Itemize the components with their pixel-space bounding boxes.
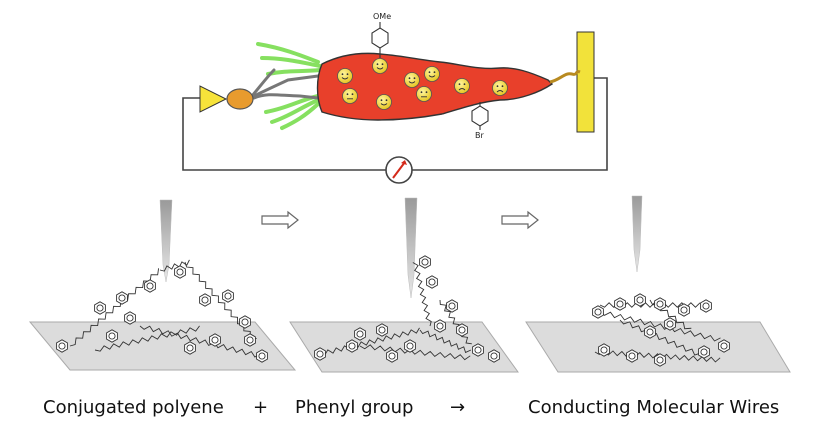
- phenyl-ring: [314, 347, 326, 361]
- polyene-chain: [439, 299, 472, 345]
- substrate-1: [28, 321, 297, 371]
- face-icons: [337, 58, 508, 110]
- phenyl-ring: [199, 293, 211, 307]
- stm-tip-2: [404, 197, 418, 299]
- label-conjugated-polyene: Conjugated polyene: [43, 397, 224, 418]
- phenyl-ring: [346, 339, 358, 353]
- polyene-chain: [619, 319, 702, 356]
- phenyl-ring: [174, 265, 186, 279]
- meter-icon: [385, 156, 413, 184]
- polyene-chain: [594, 349, 721, 363]
- neuron-node: [226, 88, 254, 110]
- polyene-chain: [359, 344, 471, 361]
- stm-tip-3: [631, 195, 643, 273]
- phenyl-ring: [644, 325, 656, 339]
- phenyl-ring: [124, 311, 136, 325]
- polyene-chain: [419, 329, 472, 354]
- phenyl-ring: [56, 339, 68, 353]
- triangle-input: [199, 85, 228, 113]
- neuron-branches: [248, 68, 320, 100]
- phenyl-ring: [434, 319, 446, 333]
- phenyl-ring: [209, 333, 221, 347]
- face-icon: [372, 58, 388, 74]
- face-icon: [492, 80, 508, 96]
- polyene-chain: [94, 325, 200, 352]
- face-icon: [454, 78, 470, 94]
- label-phenyl-group: Phenyl group: [295, 397, 414, 418]
- leaf-tendrils: [256, 42, 322, 130]
- phenyl-ring: [446, 299, 458, 313]
- label-arrow: →: [450, 397, 466, 418]
- phenyl-ring: [426, 275, 438, 289]
- face-icon: [416, 86, 432, 102]
- phenyl-ring: [386, 349, 398, 363]
- molecular-chains: [69, 259, 721, 363]
- phenyl-ring: [144, 279, 156, 293]
- phenyl-ring: [256, 349, 268, 363]
- face-icon: [376, 94, 392, 110]
- phenyl-ring: [222, 289, 234, 303]
- phenyl-ring: [376, 323, 388, 337]
- face-icon: [404, 72, 420, 88]
- phenyl-ring: [239, 315, 251, 329]
- phenyl-ring: [626, 349, 638, 363]
- polyene-chain: [139, 325, 261, 358]
- tail-wire: [549, 70, 581, 84]
- phenyl-ring: [592, 305, 604, 319]
- phenyl-ring: [472, 343, 484, 357]
- phenyl-ring: [718, 339, 730, 353]
- face-icon: [342, 88, 358, 104]
- label-plus: +: [253, 397, 269, 418]
- label-conducting-molecular-wires: Conducting Molecular Wires: [528, 397, 780, 418]
- transition-arrow-2: [501, 210, 539, 230]
- polyene-chain: [412, 262, 432, 327]
- phenyl-ring: [654, 353, 666, 367]
- polyene-chain: [319, 327, 420, 356]
- phenyl-ring: [354, 327, 366, 341]
- phenyl-ring: [598, 343, 610, 357]
- face-icon: [337, 68, 353, 84]
- bottom-phenyl-substituent: [471, 102, 489, 130]
- phenyl-ring: [488, 349, 500, 363]
- electrode-plate: [576, 31, 595, 133]
- phenyl-ring: [184, 341, 196, 355]
- face-icon: [424, 66, 440, 82]
- phenyl-ring: [116, 291, 128, 305]
- phenyl-ring: [698, 345, 710, 359]
- molecule-body: [316, 52, 554, 121]
- transition-arrow-1: [261, 210, 299, 230]
- substituent-bottom-label: Br: [475, 131, 484, 140]
- polyene-chain: [69, 268, 160, 347]
- phenyl-ring: [634, 293, 646, 307]
- phenyl-ring: [654, 297, 666, 311]
- phenyl-ring: [106, 329, 118, 343]
- phenyl-ring: [678, 303, 690, 317]
- phenyl-ring: [614, 297, 626, 311]
- substituent-top-label: OMe: [373, 12, 391, 21]
- phenyl-ring: [664, 317, 676, 331]
- stm-tip-1: [159, 199, 173, 283]
- polyene-chain: [599, 311, 721, 342]
- phenyl-ring: [94, 301, 106, 315]
- phenyl-ring: [404, 339, 416, 353]
- phenyl-ring: [700, 299, 712, 313]
- phenyl-ring: [456, 323, 468, 337]
- circuit-wire: [182, 77, 608, 171]
- phenyl-rings: [56, 255, 730, 367]
- phenyl-ring: [419, 255, 431, 269]
- phenyl-ring: [244, 333, 256, 347]
- top-phenyl-substituent: [371, 22, 389, 58]
